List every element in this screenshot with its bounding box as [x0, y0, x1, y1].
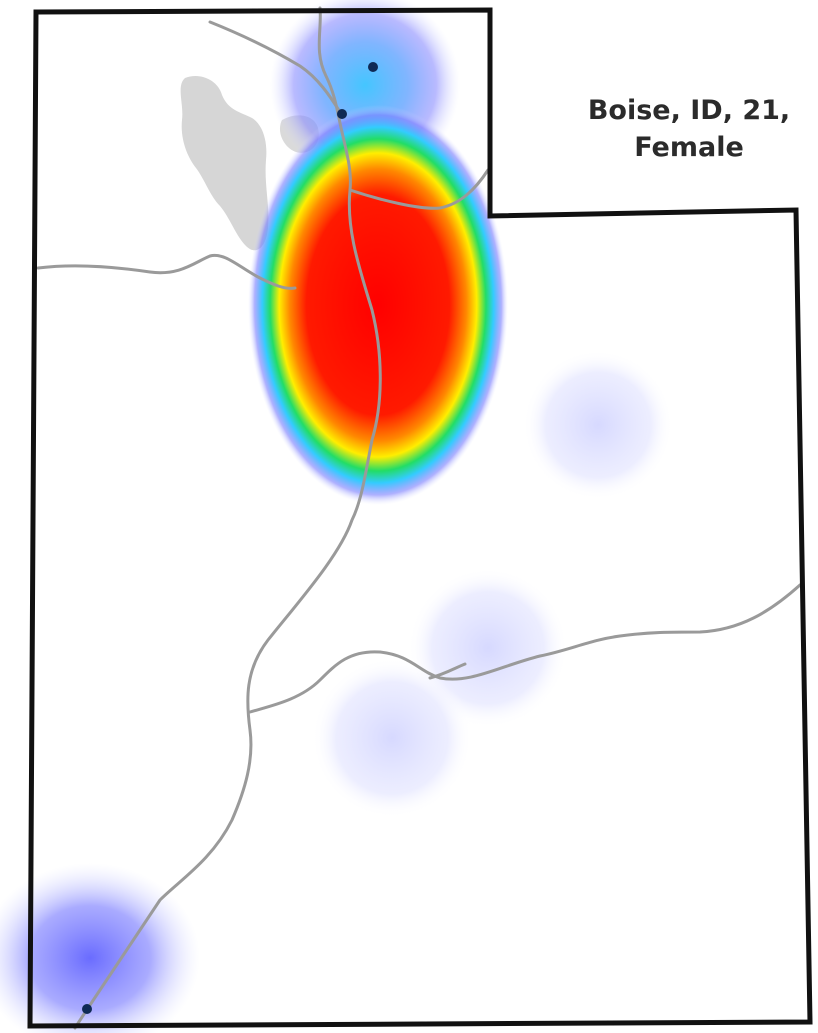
road-i80-east: [348, 168, 490, 210]
city-dot-st-george: [82, 1004, 92, 1014]
great-salt-lake: [180, 75, 269, 251]
road-i70: [248, 583, 802, 714]
utah-state-border: [27, 7, 813, 1029]
caption-line-2: Female: [634, 132, 744, 163]
road-i15: [73, 6, 382, 1030]
heat-st-george: [0, 863, 200, 1033]
heat-salt-lake-core: [248, 105, 508, 505]
road-i80-west: [36, 253, 297, 290]
road-us6-spur: [428, 662, 467, 680]
map-caption: Boise, ID, 21, Female: [564, 92, 814, 166]
road-i84-north: [208, 20, 342, 114]
city-dot-logan: [368, 62, 378, 72]
heat-east-uinta: [523, 350, 673, 500]
highways: [36, 6, 802, 1030]
city-dot-ogden: [337, 109, 347, 119]
heat-central: [312, 658, 472, 818]
caption-line-1: Boise, ID, 21,: [587, 95, 791, 126]
